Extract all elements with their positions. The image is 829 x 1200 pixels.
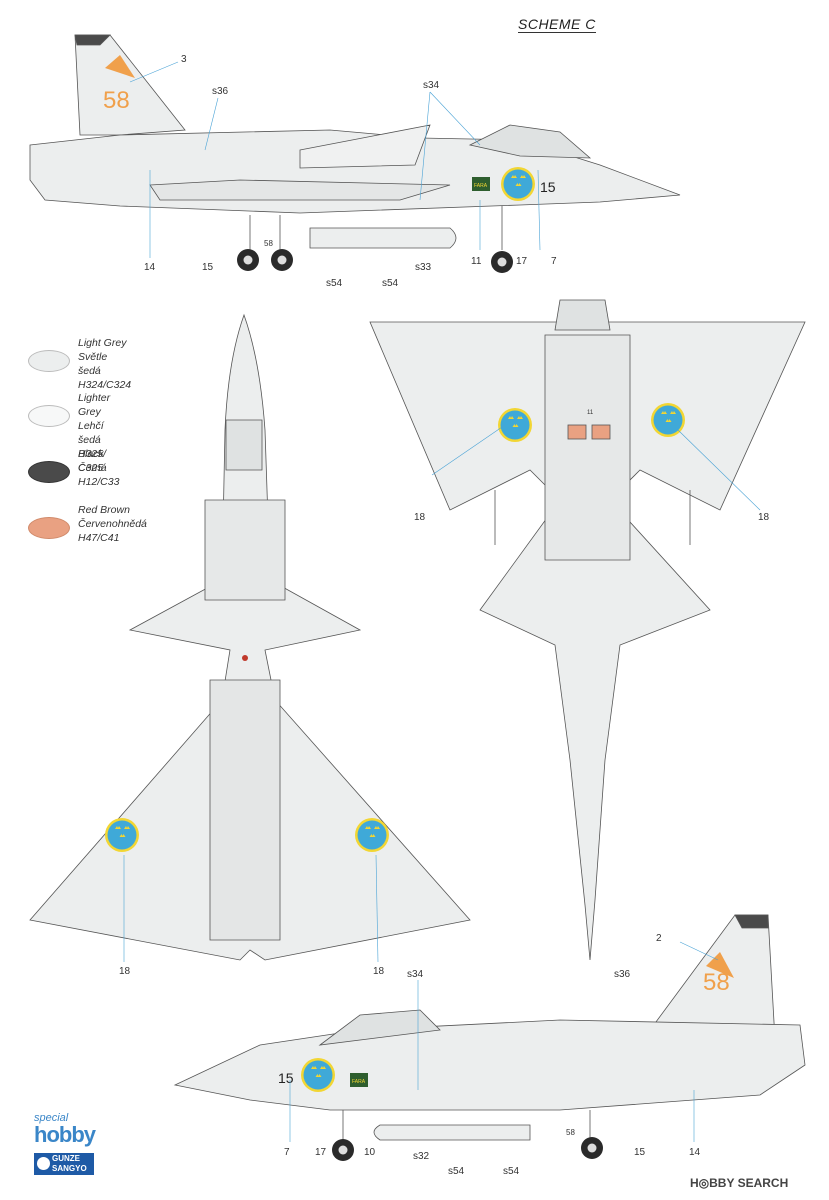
callout-11: 11 [587,410,594,416]
callout-11: 11 [471,256,482,267]
gunze-emblem-icon [37,1157,50,1170]
legend-czech: Lehčí šedá [78,420,104,446]
legend-name: Light Grey [78,337,127,349]
hobby-search-watermark: H◎BBY SEARCH [690,1176,789,1190]
callout-s33: s33 [415,262,432,273]
brand-hobby-logo: hobby [34,1122,96,1147]
callout-s34: s34 [407,969,424,980]
callout-7: 7 [284,1147,290,1158]
bottom-side-view [173,914,806,1145]
callout-s36: s36 [614,969,631,980]
tail-number-top: 58 [103,87,130,114]
brand-special: special [34,1112,69,1124]
callout-s36: s36 [212,86,229,97]
callout-2: 2 [656,933,662,944]
nose-number-top: 15 [540,179,556,195]
callout-10: 10 [364,1147,376,1158]
legend-code: H12/C33 [78,476,120,488]
legend-swatch [28,517,70,539]
callout-14: 14 [144,262,156,273]
legend-name: Black [78,448,104,460]
legend-swatch [28,461,70,483]
callout-18: 18 [414,512,426,523]
legend-code: H47/C41 [78,532,120,544]
plan-view-bottom [369,299,806,961]
callout-18: 18 [119,966,131,977]
callout-s54: s54 [503,1166,520,1177]
callout-s32: s32 [413,1151,430,1162]
tail-number-bottom: 58 [703,969,730,996]
legend-czech: Černá [78,462,107,474]
callout-s34: s34 [423,80,440,91]
legend-czech: Světle šedá [78,351,108,377]
callout-s54: s54 [326,278,343,289]
plan-view-top [29,313,471,961]
callout-15: 15 [202,262,214,273]
legend-code: H324/C324 [78,379,132,391]
tail-small-number-top: 58 [264,239,273,248]
fara-label-top: FARA [474,183,488,189]
legend-czech: Červenohnědá [78,518,147,530]
legend-name: Red Brown [78,504,130,516]
callout-3: 3 [181,54,187,65]
legend-swatch [28,405,70,427]
callout-18: 18 [758,512,770,523]
gunze-line2: SANGYO [52,1164,87,1173]
callout-18: 18 [373,966,385,977]
gunze-line1: GUNZE [52,1154,80,1163]
scheme-title: SCHEME C [518,16,596,33]
callout-17: 17 [516,256,528,267]
callout-15: 15 [634,1147,646,1158]
nose-number-bottom: 15 [278,1070,294,1086]
callout-17: 17 [315,1147,327,1158]
callout-14: 14 [689,1147,701,1158]
tail-small-number: 58 [566,1128,575,1137]
callout-s54: s54 [382,278,399,289]
legend-code: H325/ C325 [78,448,107,474]
callout-s54: s54 [448,1166,465,1177]
callout-7: 7 [551,256,557,267]
gunze-sangyo-logo: GUNZE SANGYO [34,1153,94,1175]
legend-swatch [28,350,70,372]
fara-label-bottom: FARA [352,1079,366,1085]
legend-name: Lighter Grey [78,392,111,418]
